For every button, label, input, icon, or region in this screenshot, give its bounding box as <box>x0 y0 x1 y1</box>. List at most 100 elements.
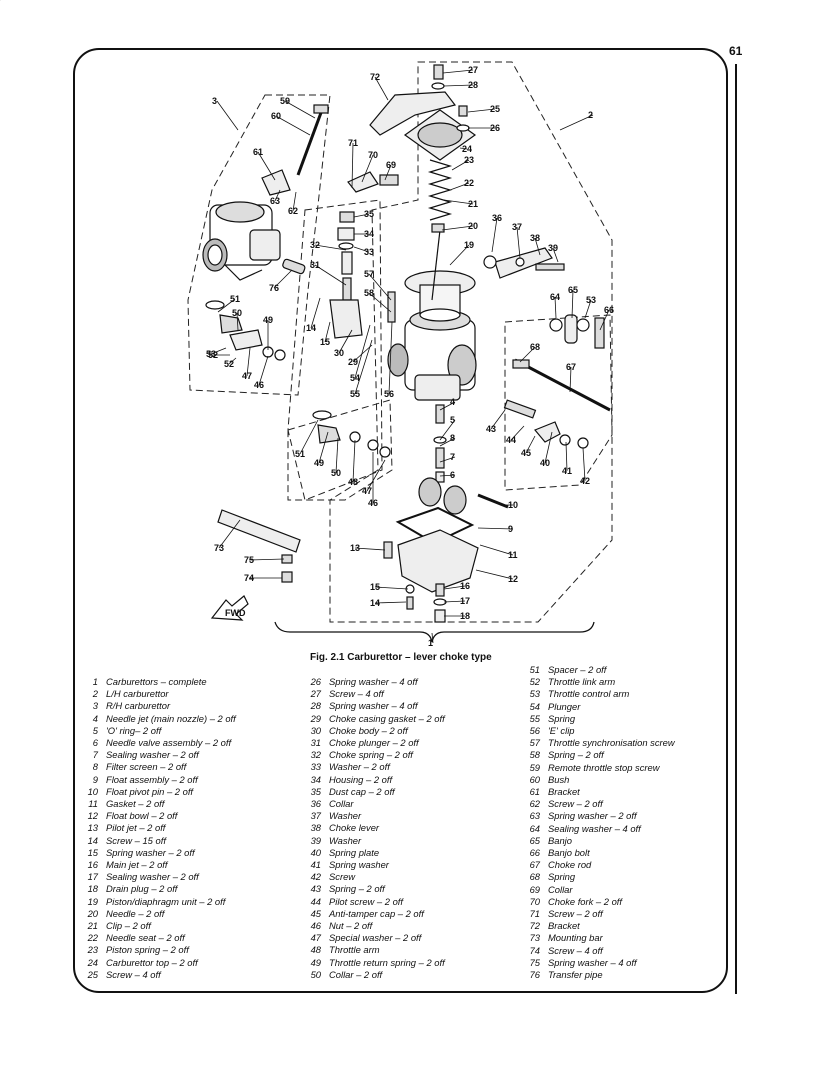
legend-item: 5'O' ring– 2 off <box>78 725 236 737</box>
legend-text: Spring washer – 4 off <box>548 956 637 968</box>
callout-28: 28 <box>468 80 478 90</box>
leader-line <box>374 586 409 590</box>
leader-line <box>490 409 506 430</box>
collar <box>483 255 497 269</box>
callout-21: 21 <box>468 199 478 209</box>
leader-line <box>477 527 514 530</box>
leader-line <box>449 182 470 191</box>
leader-line <box>384 164 392 181</box>
banjo-bolt <box>594 317 605 349</box>
legend-number: 14 <box>87 834 98 846</box>
callout-12: 12 <box>508 574 518 584</box>
callout-23: 23 <box>464 155 474 165</box>
legend-text: Washer – 2 off <box>329 761 390 773</box>
callout-68: 68 <box>530 342 540 352</box>
throttle-return-spring <box>317 424 341 444</box>
leader-line <box>210 347 227 355</box>
transfer-pipe <box>282 258 306 275</box>
callout-16: 16 <box>460 581 470 591</box>
leader-line <box>571 289 574 319</box>
legend-number: 22 <box>87 932 98 944</box>
legend-text: Screw – 2 off <box>548 908 603 920</box>
legend-text: Bracket <box>548 920 580 932</box>
choke-rod <box>514 358 611 412</box>
margin-rule <box>735 64 737 994</box>
legend-number: 52 <box>529 676 540 688</box>
legend-number: 12 <box>87 810 98 822</box>
legend-text: Main jet – 2 off <box>106 859 168 871</box>
callout-30: 30 <box>334 348 344 358</box>
page-frame <box>73 48 728 993</box>
washer <box>338 242 354 250</box>
legend-text: Clip – 2 off <box>106 920 151 932</box>
legend-number: 69 <box>529 883 540 895</box>
legend-text: Collar <box>329 798 354 810</box>
callout-22: 22 <box>464 178 474 188</box>
leader-line <box>510 425 525 441</box>
leader-line <box>569 366 572 393</box>
legend-number: 73 <box>529 932 540 944</box>
leader-line <box>491 217 498 253</box>
legend-text: Dust cap – 2 off <box>329 785 395 797</box>
callout-56: 56 <box>384 389 394 399</box>
callout-46: 46 <box>368 498 378 508</box>
leader-line <box>443 84 474 87</box>
callout-62: 62 <box>288 206 298 216</box>
piston-diaphragm <box>404 270 476 322</box>
choke-spring <box>341 251 353 275</box>
legend-number: 16 <box>87 859 98 871</box>
leader-line <box>351 142 354 189</box>
legend-text: Screw – 2 off <box>548 798 603 810</box>
legend-number: 20 <box>87 907 98 919</box>
page-number: 61 <box>729 44 743 58</box>
leader-line <box>443 585 466 590</box>
legend-text: Needle seat – 2 off <box>106 932 185 944</box>
legend-number: 30 <box>310 724 321 736</box>
legend-number: 29 <box>310 712 321 724</box>
legend-text: Throttle control arm <box>548 688 630 700</box>
legend-number: 17 <box>87 871 98 883</box>
choke-fork <box>347 171 379 193</box>
leader-line <box>565 441 568 472</box>
legend-text: Spring <box>548 712 576 724</box>
bush <box>313 104 329 114</box>
legend-text: Bush <box>548 773 570 785</box>
leader-line <box>388 321 393 395</box>
legend-text: Screw <box>329 871 356 883</box>
callout-27: 27 <box>468 65 478 75</box>
lh-carburettor-body <box>387 309 477 401</box>
leader-line <box>439 401 456 411</box>
carburettor-top <box>403 109 477 161</box>
callout-3: 3 <box>212 96 217 106</box>
legend-number: 66 <box>529 847 540 859</box>
legend-number: 55 <box>529 712 540 724</box>
legend-number: 5 <box>92 724 98 736</box>
bracket <box>369 91 457 136</box>
mounting-bar <box>217 509 301 553</box>
leader-line <box>439 474 456 477</box>
legend-number: 57 <box>529 737 540 749</box>
legend-number: 4 <box>92 712 98 724</box>
legend-number: 18 <box>87 883 98 895</box>
legend-number: 74 <box>529 944 540 956</box>
choke-rod-boundary <box>504 314 613 491</box>
leader-line <box>525 435 536 454</box>
